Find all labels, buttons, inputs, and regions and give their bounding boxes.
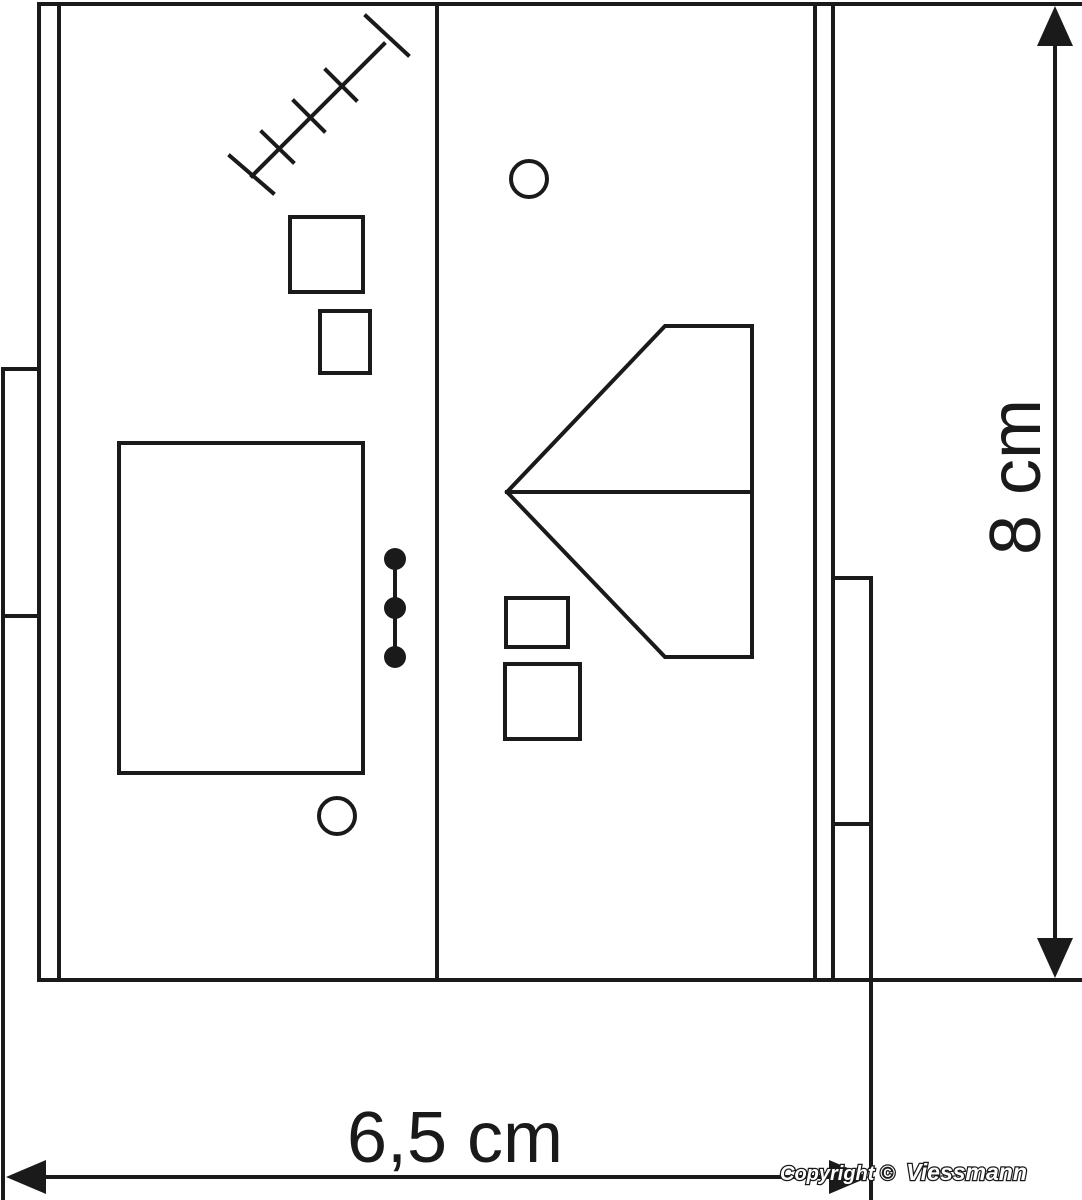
three-dot-connector (384, 548, 406, 668)
copyright-brand: Viessmann (906, 1159, 1027, 1185)
square-right-small (504, 596, 570, 649)
building-outline (37, 2, 871, 982)
square-right-large (503, 662, 582, 741)
height-dimension (831, 2, 1082, 982)
square-vent-small (318, 309, 372, 375)
arrow-pentagon-shape (504, 324, 754, 659)
arrow-left-icon (6, 1160, 46, 1194)
arrow-right-icon (829, 1160, 869, 1194)
right-annex (831, 576, 873, 1200)
arrow-up-icon (1037, 6, 1073, 46)
width-label: 6,5 cm (347, 1098, 563, 1178)
antenna-icon (227, 13, 411, 196)
copyright-label: Copyright © (780, 1163, 895, 1185)
left-annex (1, 367, 41, 1200)
large-panel (117, 441, 365, 775)
arrow-down-icon (1037, 938, 1073, 978)
copyright-text: Copyright © Viessmann (780, 1159, 1027, 1185)
circle-left (317, 796, 357, 836)
width-dimension (6, 1160, 869, 1194)
square-vent-large (288, 215, 365, 294)
circle-right (509, 159, 549, 199)
height-label: 8 cm (976, 399, 1056, 555)
